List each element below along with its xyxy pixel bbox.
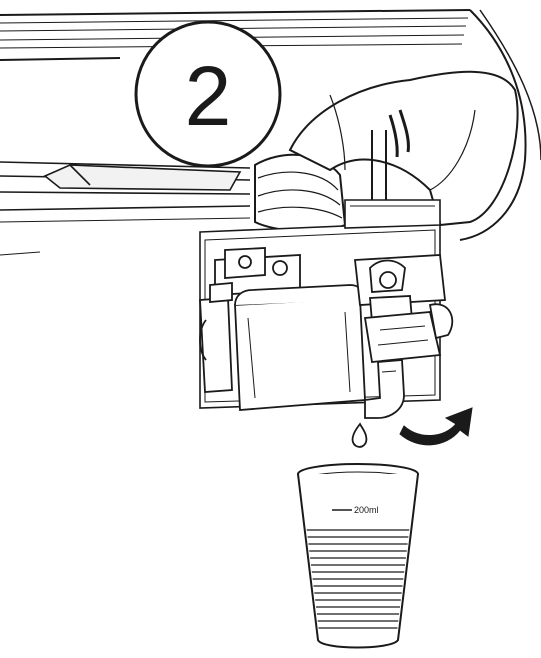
water-drop-icon xyxy=(351,422,368,448)
valve-assembly xyxy=(354,254,454,419)
step-number: 2 xyxy=(185,49,232,143)
step-number-badge xyxy=(134,20,282,168)
machine-shelf xyxy=(0,161,251,256)
measuring-cup xyxy=(297,463,419,649)
rotate-arrow-icon xyxy=(399,407,473,446)
cup-capacity-label: 200ml xyxy=(354,505,379,515)
frother-body xyxy=(199,247,366,411)
